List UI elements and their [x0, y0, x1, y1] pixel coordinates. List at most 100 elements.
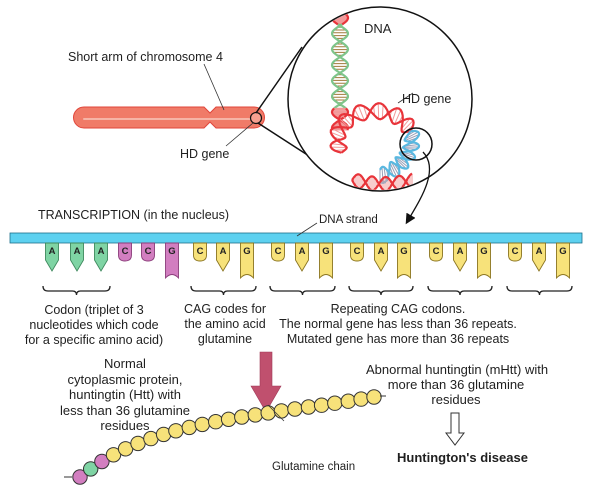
nucleotide-letter: G	[168, 246, 175, 257]
codon-brace	[43, 286, 110, 295]
nucleotide-c: C	[509, 243, 522, 261]
amino-acid-bead	[144, 431, 158, 445]
nucleotide-a: A	[533, 243, 546, 271]
codon-brace	[507, 286, 572, 295]
hd-gene-label: HD gene	[180, 147, 229, 162]
amino-acid-bead	[341, 394, 355, 408]
amino-acid-bead	[301, 400, 315, 414]
normal-label-line: huntingtin (Htt) with	[50, 387, 200, 403]
nucleotide-letter: C	[122, 246, 129, 257]
repeat-note-line: The normal gene has less than 36 repeats…	[278, 317, 518, 332]
chromosome-label-leader	[204, 64, 224, 110]
huntingtons-disease-label: Huntington's disease	[397, 450, 528, 465]
nucleotide-letter: G	[559, 246, 566, 257]
nucleotide-letter: A	[74, 246, 81, 257]
abnormal-label-line: residues	[366, 392, 546, 407]
nucleotide-a: A	[296, 243, 309, 271]
dna-label: DNA	[364, 21, 391, 36]
nucleotide-c: C	[194, 243, 207, 261]
chromosome-body	[74, 107, 265, 128]
chromosome	[74, 64, 265, 146]
codon-note-line: nucleotides which code	[22, 318, 166, 333]
nucleotide-g: G	[398, 243, 411, 278]
codon-note-line: for a specific amino acid)	[22, 333, 166, 348]
codon-brace	[270, 286, 335, 295]
dna-strand-bar	[10, 233, 582, 243]
repeat-note: Repeating CAG codons. The normal gene ha…	[278, 302, 518, 347]
chromosome-label: Short arm of chromosome 4	[68, 50, 223, 65]
amino-acid-bead	[261, 406, 275, 420]
nucleotide-g: G	[166, 243, 179, 278]
nucleotide-letter: C	[512, 246, 519, 257]
nucleotide-letter: A	[299, 246, 306, 257]
amino-acid-bead	[209, 415, 223, 429]
nucleotide-a: A	[71, 243, 84, 271]
nucleotide-letter: C	[433, 246, 440, 257]
nucleotide-a: A	[217, 243, 230, 271]
codon-brace	[428, 286, 492, 295]
nucleotide-letter: G	[243, 246, 250, 257]
normal-label-line: less than 36 glutamine	[50, 403, 200, 419]
cag-note-line: CAG codes for	[180, 302, 270, 317]
codon-brace	[191, 286, 256, 295]
base-pair-rung	[403, 147, 419, 148]
nucleotide-a: A	[46, 243, 59, 271]
amino-acid-bead	[274, 404, 288, 418]
nucleotide-letter: G	[400, 246, 407, 257]
amino-acid-bead	[235, 410, 249, 424]
nucleotide-c: C	[351, 243, 364, 261]
nucleotide-letter: C	[354, 246, 361, 257]
nucleotide-a: A	[454, 243, 467, 271]
nucleotide-c: C	[119, 243, 132, 261]
abnormal-protein-label: Abnormal huntingtin (mHtt) with more tha…	[366, 362, 546, 407]
codon-brace	[349, 286, 413, 295]
nucleotide-a: A	[375, 243, 388, 271]
codon-braces	[43, 286, 572, 295]
repeat-note-line: Mutated gene has more than 36 repeats	[278, 332, 518, 347]
translation-arrow	[251, 352, 281, 412]
nucleotide-letter: A	[220, 246, 227, 257]
nucleotide-letter: A	[49, 246, 56, 257]
nucleotide-g: G	[320, 243, 333, 278]
nucleotide-letter: G	[322, 246, 329, 257]
amino-acid-bead	[248, 408, 262, 422]
nucleotide-g: G	[241, 243, 254, 278]
codon-note-line: Codon (triplet of 3	[22, 303, 166, 318]
nucleotide-g: G	[557, 243, 570, 278]
codon-note: Codon (triplet of 3 nucleotides which co…	[22, 303, 166, 348]
glutamine-chain-label: Glutamine chain	[272, 460, 355, 475]
amino-acid-bead	[288, 402, 302, 416]
nucleotide-letter: A	[536, 246, 543, 257]
normal-label-line: cytoplasmic protein,	[50, 372, 200, 388]
nucleotide-letter: C	[197, 246, 204, 257]
nucleotide-letter: C	[275, 246, 282, 257]
disease-arrow	[446, 413, 464, 445]
amino-acid-bead	[131, 436, 145, 450]
nucleotide-g: G	[478, 243, 491, 278]
repeat-note-line: Repeating CAG codons.	[278, 302, 518, 317]
nucleotide-c: C	[142, 243, 155, 261]
normal-label-line: residues	[50, 418, 200, 434]
abnormal-label-line: Abnormal huntingtin (mHtt) with	[366, 362, 546, 377]
base-pair-rung	[378, 103, 379, 119]
magnifier-hd-gene-label: HD gene	[402, 92, 451, 107]
nucleotide-letter: A	[98, 246, 105, 257]
cag-note-line: glutamine	[180, 332, 270, 347]
dna-strand-label: DNA strand	[319, 213, 378, 228]
nucleotide-c: C	[272, 243, 285, 261]
nucleotide-a: A	[95, 243, 108, 271]
nucleotide-letter: A	[457, 246, 464, 257]
magnifier	[256, 7, 472, 222]
normal-protein-label: Normal cytoplasmic protein, huntingtin (…	[50, 356, 200, 434]
nucleotide-letter: A	[378, 246, 385, 257]
cag-note-line: the amino acid	[180, 317, 270, 332]
normal-label-line: Normal	[50, 356, 200, 372]
amino-acid-bead	[328, 396, 342, 410]
nucleotide-c: C	[430, 243, 443, 261]
nucleotide-letter: C	[145, 246, 152, 257]
hd-gene-marker	[251, 113, 262, 124]
cag-note: CAG codes for the amino acid glutamine	[180, 302, 270, 347]
transcription-heading: TRANSCRIPTION (in the nucleus)	[38, 208, 229, 223]
